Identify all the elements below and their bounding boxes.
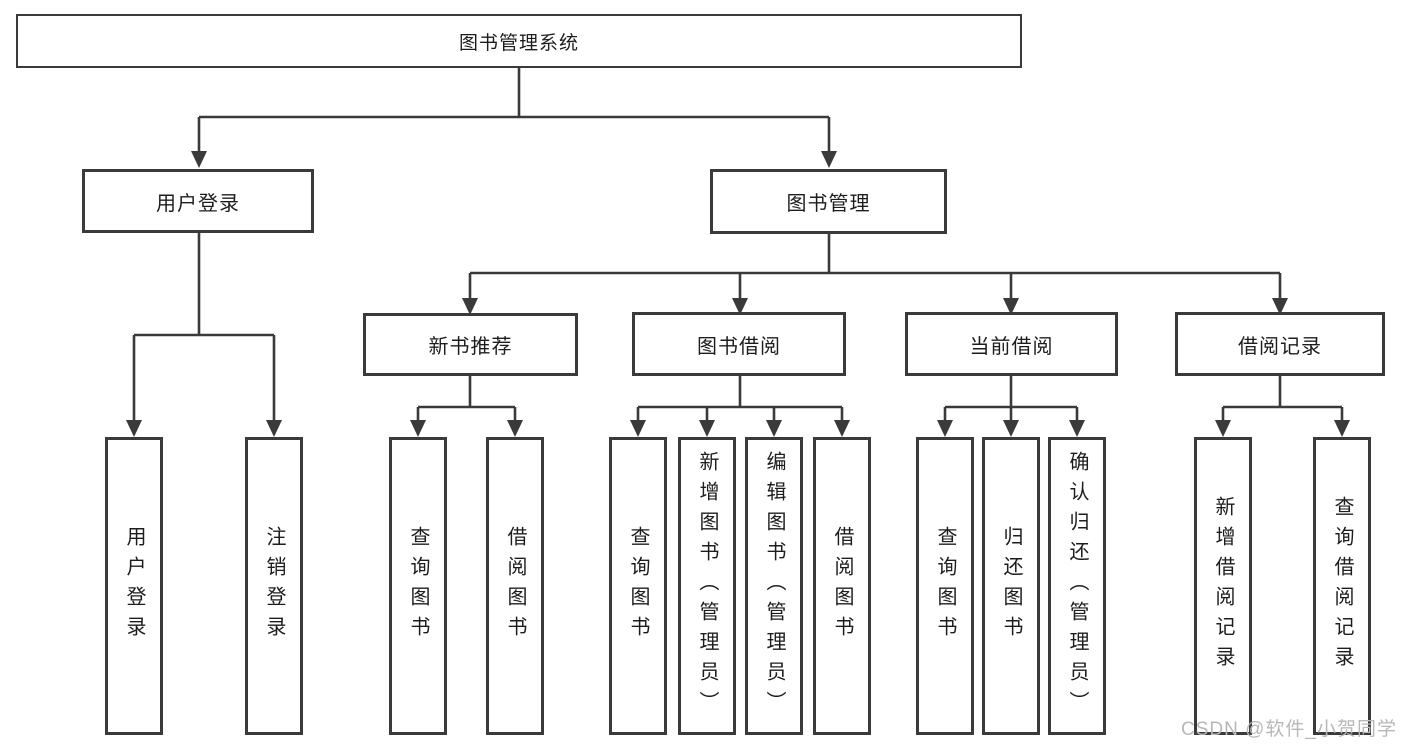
node-label: 用户登录 [156,192,240,215]
leaf-add-borrow-record: 新增借阅记录 [1194,437,1252,735]
leaf-label: 查询图书 [934,526,956,646]
leaf-label: 借阅图书 [831,526,853,646]
node-book-management: 图书管理 [710,169,947,234]
node-current-borrowing: 当前借阅 [905,312,1118,376]
leaf-query-books-borrowing: 查询图书 [609,437,667,735]
leaf-query-books-recommend: 查询图书 [389,437,447,735]
node-label: 新书推荐 [428,336,513,358]
node-label: 图书管理 [786,193,871,215]
leaf-confirm-return-admin: 确认归还（管理员） [1048,437,1106,735]
leaf-label: 查询借阅记录 [1331,496,1353,676]
node-label: 图书管理系统 [458,32,579,54]
leaf-label: 编辑图书（管理员） [763,451,785,721]
node-borrowing-records: 借阅记录 [1175,312,1385,376]
node-new-book-recommendation: 新书推荐 [363,313,578,376]
node-label: 当前借阅 [969,335,1054,358]
leaf-user-login: 用户登录 [105,437,163,735]
node-library-management-system: 图书管理系统 [16,14,1022,68]
node-label: 图书借阅 [697,335,781,358]
leaf-label: 用户登录 [123,526,145,646]
node-label: 借阅记录 [1238,335,1322,358]
leaf-label: 归还图书 [1000,526,1022,646]
leaf-borrow-books-recommend: 借阅图书 [486,437,544,735]
node-book-borrowing: 图书借阅 [632,312,846,376]
csdn-watermark: CSDN @软件_小贺同学 [1181,719,1397,740]
leaf-label: 查询图书 [407,526,429,646]
leaf-query-borrow-record: 查询借阅记录 [1313,437,1371,735]
leaf-label: 查询图书 [627,526,649,646]
leaf-add-books-admin: 新增图书（管理员） [678,437,736,735]
node-user-login: 用户登录 [82,169,314,233]
leaf-label: 借阅图书 [504,526,526,646]
leaf-query-books-current: 查询图书 [916,437,974,735]
leaf-label: 新增借阅记录 [1212,496,1234,676]
leaf-edit-books-admin: 编辑图书（管理员） [745,437,803,735]
leaf-logout: 注销登录 [245,437,303,735]
leaf-label: 注销登录 [263,526,285,646]
leaf-label: 新增图书（管理员） [696,451,718,721]
leaf-borrow-books-borrowing: 借阅图书 [813,437,871,735]
leaf-return-books: 归还图书 [982,437,1040,735]
leaf-label: 确认归还（管理员） [1066,451,1088,721]
